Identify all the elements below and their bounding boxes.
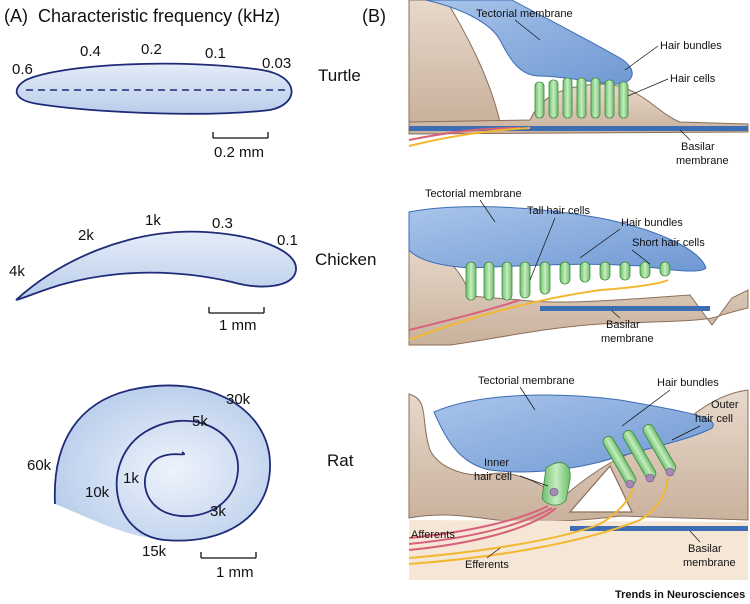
turtle-basilar-label-2: membrane [676, 155, 729, 167]
rat-freq-6: 3k [210, 503, 226, 520]
turtle-species-label: Turtle [318, 66, 361, 85]
chicken-nerve-red [408, 299, 521, 331]
chicken-short-leader [631, 249, 651, 265]
chicken-organ-outline [15, 230, 297, 301]
chicken-bundles-leader [579, 228, 621, 259]
turtle-freq-4: 0.1 [205, 45, 226, 62]
turtle-tectorial-label: Tectorial membrane [476, 8, 573, 20]
rat-spiral [115, 419, 239, 541]
chicken-tall-leader [529, 217, 556, 281]
rat-species-label: Rat [327, 451, 354, 470]
turtle-tectorial-membrane [425, 0, 633, 85]
rat-inner-label-1: Inner [484, 457, 509, 469]
turtle-tectorial-leader [514, 19, 541, 41]
rat-efferents-label: Efferents [465, 559, 509, 571]
journal-credit: Trends in Neurosciences [615, 589, 745, 601]
chicken-basilar-label-2: membrane [601, 333, 654, 345]
chicken-papilla [15, 230, 297, 301]
rat-tectorial-leader [519, 386, 536, 411]
chicken-scale-bar [208, 307, 265, 314]
rat-freq-4: 5k [192, 413, 208, 430]
rat-tectorial-membrane [433, 394, 714, 473]
rat-outer-leader [671, 425, 701, 441]
rat-efferents-leader [486, 547, 501, 559]
rat-freq-5: 1k [123, 470, 139, 487]
chicken-basilar-leader [611, 310, 621, 319]
chicken-freq-3: 1k [145, 212, 161, 229]
turtle-basilar-membrane [409, 126, 748, 131]
turtle-freq-1: 0.6 [12, 61, 33, 78]
chicken-species-label: Chicken [315, 250, 376, 269]
panel-a-letter: (A) [4, 6, 28, 26]
turtle-basilar-label-1: Basilar [681, 141, 715, 153]
turtle-hair-cells [534, 77, 629, 119]
chicken-freq-5: 0.1 [277, 232, 298, 249]
turtle-scale-bar [212, 132, 269, 139]
rat-basilar-label-2: membrane [683, 557, 736, 569]
chicken-scale-label: 1 mm [219, 317, 257, 334]
rat-outer-label-2: hair cell [695, 413, 733, 425]
turtle-freq-2: 0.4 [80, 43, 101, 60]
rat-freq-2: 30k [226, 391, 251, 408]
rat-bundles-label: Hair bundles [657, 377, 719, 389]
chicken-freq-1: 4k [9, 263, 25, 280]
chicken-tall-label: Tall hair cells [527, 205, 590, 217]
rat-inner-leader [519, 475, 549, 487]
turtle-freq-5: 0.03 [262, 55, 291, 72]
chicken-tectorial-label: Tectorial membrane [425, 188, 522, 200]
chicken-bundles-label: Hair bundles [621, 217, 683, 229]
rat-section-illustration [408, 389, 749, 580]
turtle-bundles-label: Hair bundles [660, 40, 722, 52]
rat-bundles-leader [621, 389, 671, 427]
rat-afferents-label: Afferents [411, 529, 455, 541]
rat-scale-label: 1 mm [216, 564, 254, 581]
chicken-basilar-label-1: Basilar [606, 319, 640, 331]
chicken-freq-4: 0.3 [212, 215, 233, 232]
turtle-nerve-red [408, 127, 521, 141]
rat-inner-hair-cell [541, 462, 571, 506]
chicken-section-illustration [408, 200, 749, 346]
rat-freq-7: 15k [142, 543, 167, 560]
rat-inner-label-2: hair cell [474, 471, 512, 483]
rat-basilar-membrane [570, 526, 748, 531]
turtle-basilar-leader [679, 129, 691, 141]
chicken-freq-2: 2k [78, 227, 94, 244]
chicken-tectorial-leader [479, 199, 496, 223]
turtle-cells-label: Hair cells [670, 73, 716, 85]
rat-tectorial-label: Tectorial membrane [478, 375, 575, 387]
rat-cochlea-fill [54, 385, 271, 541]
rat-basilar-label-1: Basilar [688, 543, 722, 555]
turtle-cells-leader [627, 78, 669, 97]
chicken-nerve-yellow [408, 279, 669, 341]
rat-outer-turn [53, 384, 271, 542]
turtle-organ-outline [15, 62, 293, 115]
turtle-bundles-leader [624, 45, 659, 71]
rat-freq-1: 60k [27, 457, 52, 474]
turtle-papilla [15, 62, 293, 115]
turtle-section-illustration [408, 0, 749, 147]
rat-tunnel-of-corti [568, 464, 633, 513]
rat-basilar-leader [689, 530, 701, 543]
turtle-scale-label: 0.2 mm [214, 144, 264, 161]
chicken-basilar-membrane [540, 306, 710, 311]
chicken-short-label: Short hair cells [632, 237, 705, 249]
turtle-nerve-yellow [408, 127, 531, 147]
panel-a-title: Characteristic frequency (kHz) [38, 6, 280, 26]
rat-nerve-fibers [408, 477, 669, 565]
rat-freq-3: 10k [85, 484, 110, 501]
turtle-freq-3: 0.2 [141, 41, 162, 58]
chicken-hair-cells [465, 261, 671, 301]
rat-outer-hair-cells [602, 424, 677, 489]
rat-outer-label-1: Outer [711, 399, 739, 411]
panel-b-letter: (B) [362, 6, 386, 26]
rat-cochlea [53, 384, 271, 542]
rat-scale-bar [200, 552, 257, 559]
chicken-tissue [408, 239, 749, 346]
